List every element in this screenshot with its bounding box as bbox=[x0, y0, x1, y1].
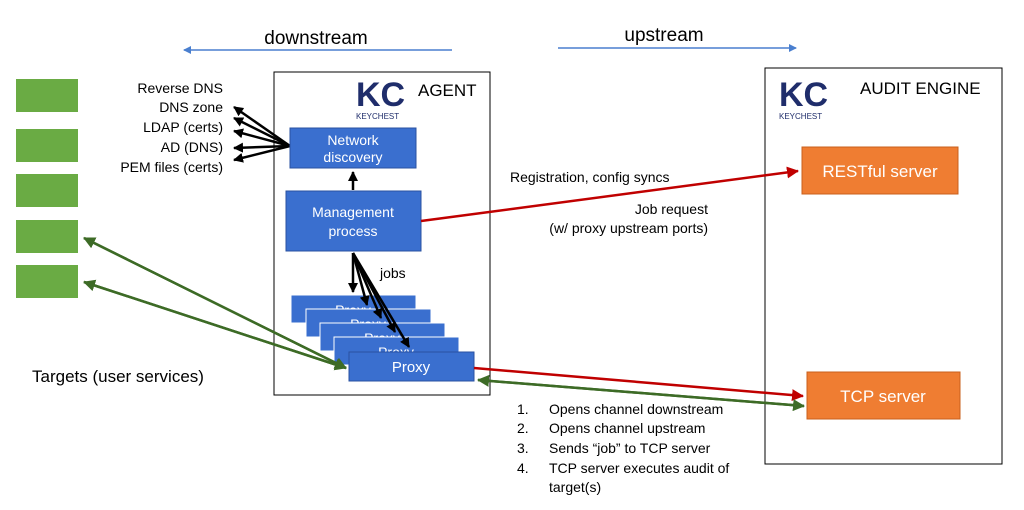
jobs-label: jobs bbox=[379, 265, 406, 281]
upstream-label: upstream bbox=[624, 25, 703, 46]
proxy-front-label: Proxy bbox=[392, 359, 431, 376]
management-process-box bbox=[285, 190, 422, 252]
agent-logo-mark: KC bbox=[356, 76, 405, 114]
discovery-source-label: DNS zone bbox=[159, 99, 223, 115]
audit-engine-title: AUDIT ENGINE bbox=[860, 79, 981, 98]
target-box bbox=[16, 79, 78, 112]
step-text: Opens channel downstream bbox=[549, 401, 723, 417]
step-number: 2. bbox=[517, 420, 529, 436]
network-discovery-label: discovery bbox=[323, 149, 382, 165]
step-number: 3. bbox=[517, 440, 529, 456]
discovery-source-label: Reverse DNS bbox=[137, 80, 223, 96]
downstream-label: downstream bbox=[264, 28, 368, 49]
step-text: target(s) bbox=[549, 479, 601, 495]
targets-group: Targets (user services) bbox=[16, 79, 204, 386]
tcp-server-box bbox=[806, 371, 961, 420]
audit-logo-mark: KC bbox=[779, 76, 828, 114]
audit-logo-word: KEYCHEST bbox=[779, 112, 822, 121]
step-text: TCP server executes audit of bbox=[549, 460, 729, 476]
target-box bbox=[16, 265, 78, 298]
proxy-front-box bbox=[348, 351, 475, 382]
discovery-sources: Reverse DNS DNS zone LDAP (certs) AD (DN… bbox=[120, 80, 223, 175]
tcp-server-label: TCP server bbox=[840, 387, 926, 406]
discovery-source-label: PEM files (certs) bbox=[120, 159, 223, 175]
green-connections bbox=[83, 236, 805, 412]
step-text: Sends “job” to TCP server bbox=[549, 440, 711, 456]
target-box bbox=[16, 174, 78, 207]
discovery-source-label: LDAP (certs) bbox=[143, 119, 223, 135]
target-box bbox=[16, 220, 78, 253]
audit-engine-frame bbox=[764, 67, 1003, 465]
management-process-label: Management bbox=[312, 204, 394, 220]
network-discovery-box bbox=[289, 127, 417, 169]
direction-downstream: downstream bbox=[183, 28, 452, 54]
agent-title: AGENT bbox=[418, 81, 477, 100]
registration-label: Registration, config syncs bbox=[510, 169, 670, 185]
registration-connection bbox=[420, 166, 799, 223]
restful-server-box bbox=[801, 146, 959, 195]
discovery-arrows bbox=[233, 105, 291, 163]
audit-engine-container: KC KEYCHEST AUDIT ENGINE RESTful server … bbox=[764, 67, 1003, 465]
agent-container: KC KEYCHEST AGENT Network discovery Mana… bbox=[273, 71, 491, 396]
management-process-label: process bbox=[328, 223, 377, 239]
proxy-stack: Proxy Proxy Proxy Proxy Proxy bbox=[290, 294, 475, 382]
proxy-to-tcp-connection bbox=[473, 366, 804, 402]
step-number: 4. bbox=[517, 460, 529, 476]
restful-server-label: RESTful server bbox=[822, 162, 938, 181]
network-discovery-label: Network bbox=[327, 132, 379, 148]
agent-frame bbox=[273, 71, 491, 396]
steps-list: 1. Opens channel downstream 2. Opens cha… bbox=[517, 401, 729, 495]
discovery-source-label: AD (DNS) bbox=[161, 139, 223, 155]
direction-upstream: upstream bbox=[558, 25, 797, 52]
targets-label: Targets (user services) bbox=[32, 367, 204, 386]
agent-logo-word: KEYCHEST bbox=[356, 112, 399, 121]
jobs-arrows bbox=[348, 252, 411, 348]
job-request-label: Job request bbox=[635, 201, 708, 217]
step-text: Opens channel upstream bbox=[549, 420, 705, 436]
job-request-label: (w/ proxy upstream ports) bbox=[549, 220, 708, 236]
step-number: 1. bbox=[517, 401, 529, 417]
target-box bbox=[16, 129, 78, 162]
